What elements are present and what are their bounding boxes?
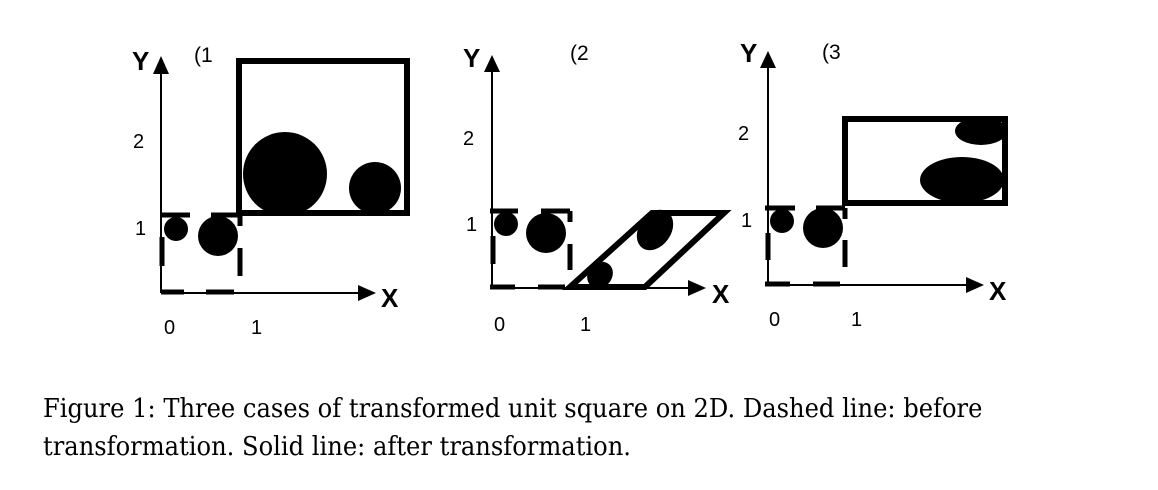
panel-label: (3 (822, 41, 841, 64)
rectangle-after (842, 116, 1008, 206)
parallelogram-after (562, 210, 732, 290)
y-axis-label: Y (740, 38, 757, 68)
small-ellipse-after (955, 119, 1005, 145)
y-tick-2: 2 (738, 123, 749, 145)
small-ellipse-after (587, 261, 613, 289)
x-tick-0: 0 (164, 317, 175, 339)
y-axis-arrow-icon (484, 55, 500, 72)
panel-3: Y X (3 2 1 0 1 (738, 38, 1008, 331)
y-axis-label: Y (463, 43, 480, 73)
small-circle-before (164, 217, 188, 241)
x-axis-arrow-icon (966, 277, 984, 293)
x-axis-label: X (989, 276, 1007, 306)
figure-diagram: Y X (1 2 1 0 1 Y X (2 2 1 0 (132, 38, 1008, 339)
y-tick-1: 1 (135, 218, 146, 240)
y-tick-2: 2 (463, 128, 474, 150)
x-axis-arrow-icon (688, 280, 706, 296)
x-tick-0: 0 (494, 314, 505, 336)
large-circle-before (803, 208, 843, 248)
x-axis-label: X (381, 283, 399, 313)
unit-square-before (159, 212, 243, 295)
y-tick-1: 1 (466, 214, 477, 236)
panel-label: (2 (570, 42, 589, 65)
figure-caption: Figure 1: Three cases of transformed uni… (43, 394, 983, 462)
x-tick-1: 1 (580, 314, 591, 336)
y-axis-arrow-icon (153, 56, 169, 74)
panel-label: (1 (194, 44, 213, 67)
x-tick-0: 0 (769, 309, 780, 331)
y-tick-2: 2 (133, 131, 144, 153)
panel-2: Y X (2 2 1 0 1 (463, 42, 732, 336)
large-ellipse-after (920, 157, 1004, 203)
y-axis-label: Y (132, 46, 149, 76)
x-axis-arrow-icon (358, 285, 376, 301)
y-tick-1: 1 (741, 210, 752, 232)
small-circle-after (349, 162, 401, 214)
x-tick-1: 1 (251, 317, 262, 339)
large-circle-after (243, 132, 327, 216)
square-after (236, 58, 410, 216)
small-circle-before (770, 209, 794, 233)
small-circle-before (494, 212, 518, 236)
unit-square-before (765, 205, 848, 287)
large-circle-before (198, 216, 238, 256)
unit-square-before (490, 208, 573, 290)
panel-1: Y X (1 2 1 0 1 (132, 44, 410, 339)
x-tick-1: 1 (851, 309, 862, 331)
y-axis-arrow-icon (760, 51, 776, 68)
large-circle-before (526, 213, 566, 253)
large-ellipse-after (636, 209, 674, 251)
x-axis-label: X (712, 279, 730, 309)
